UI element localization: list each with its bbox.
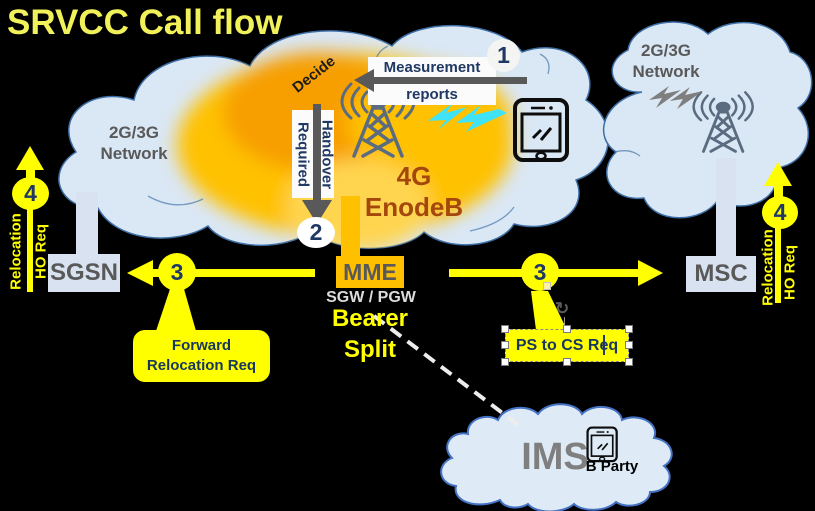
step-3-number-right: 3 xyxy=(533,258,547,285)
forward-relocation-callout: Forward Relocation Req xyxy=(133,330,270,382)
callout-adjust-handle[interactable] xyxy=(543,282,551,290)
step-3-badge-left: 3 xyxy=(158,253,196,291)
relocation-arrow-left xyxy=(16,146,44,292)
mme-node: MME xyxy=(336,256,404,288)
bearer-split-line1: Bearer xyxy=(331,305,409,332)
selection-handle-ml[interactable] xyxy=(501,341,509,349)
relocation-arrow-right xyxy=(764,162,792,303)
handover-label-line1: Handover xyxy=(318,119,336,190)
relocation-label-right: Relocation xyxy=(759,229,777,306)
step-2-number: 2 xyxy=(309,219,323,245)
selection-handle-tl[interactable] xyxy=(501,325,509,333)
measurement-label-line2: reports xyxy=(406,86,458,103)
b-party-label: B Party xyxy=(585,458,639,475)
right-cloud-label: 2G/3G Network xyxy=(620,40,712,82)
left-cloud-label-line2: Network xyxy=(100,144,168,163)
left-cloud-label: 2G/3G Network xyxy=(88,122,180,164)
step-2-badge: 2 xyxy=(297,217,335,248)
sgw-pgw-label: SGW / PGW xyxy=(326,289,416,306)
forward-callout-wedge xyxy=(156,289,196,331)
ps-to-cs-label: PS to CS Req xyxy=(515,336,619,354)
selection-handle-br[interactable] xyxy=(625,358,633,366)
left-cloud-label-line1: 2G/3G xyxy=(108,123,160,142)
relocation-label-left: Relocation xyxy=(7,213,25,290)
rotate-handle-icon[interactable]: ↻ xyxy=(555,299,570,318)
step-4-badge-right: 4 xyxy=(762,196,798,229)
enodeb-label: 4G EnodeB xyxy=(364,161,464,222)
cyan-bolt-icon xyxy=(428,103,507,132)
arrow-mme-to-sgsn xyxy=(127,260,315,286)
step-3-number-left: 3 xyxy=(170,258,184,285)
selection-handle-tm[interactable] xyxy=(563,325,571,333)
text-cursor xyxy=(603,335,605,355)
selection-handle-tr[interactable] xyxy=(625,325,633,333)
measurement-arrow xyxy=(354,69,527,92)
step-1-number: 1 xyxy=(497,42,510,68)
measurement-label-line1: Measurement xyxy=(383,59,481,76)
msc-label: MSC xyxy=(694,260,748,287)
step-4-number-left: 4 xyxy=(24,180,37,206)
handover-label-line2: Required xyxy=(294,121,312,187)
ims-label: IMS xyxy=(521,436,589,478)
step-4-number-right: 4 xyxy=(773,199,787,225)
forward-relocation-line1: Forward xyxy=(171,337,232,354)
selection-handle-bl[interactable] xyxy=(501,358,509,366)
sgsn-label: SGSN xyxy=(49,259,118,286)
rotate-handle-stem xyxy=(564,317,565,326)
bearer-split-line2: Split xyxy=(344,336,396,363)
step-4-badge-left: 4 xyxy=(12,177,49,210)
mme-label: MME xyxy=(343,258,397,285)
forward-relocation-line2: Relocation Req xyxy=(146,357,257,374)
ho-req-label-left: HO Req xyxy=(32,224,50,280)
ps-to-cs-textbox[interactable]: PS to CS Req xyxy=(505,329,629,362)
step-3-badge-right: 3 xyxy=(521,253,559,291)
sgsn-node: SGSN xyxy=(48,254,120,292)
mme-connector xyxy=(341,196,360,258)
ho-req-label-right: HO Req xyxy=(781,245,799,301)
handover-arrow xyxy=(302,104,332,224)
msc-node: MSC xyxy=(686,256,756,292)
selection-handle-bm[interactable] xyxy=(563,358,571,366)
mme-ims-dashed-link xyxy=(372,314,523,429)
gray-bolt-icon xyxy=(649,86,703,109)
ps-callout-wedge xyxy=(531,291,567,330)
msc-connector xyxy=(716,158,736,258)
selection-handle-mr[interactable] xyxy=(625,341,633,349)
sgsn-connector xyxy=(76,192,98,256)
right-cloud-label-line2: Network xyxy=(632,62,700,81)
step-1-badge: 1 xyxy=(487,39,520,72)
page-title: SRVCC Call flow xyxy=(7,3,283,42)
bearer-split-label: Bearer Split xyxy=(328,303,412,365)
right-cloud-label-line1: 2G/3G xyxy=(640,41,692,60)
